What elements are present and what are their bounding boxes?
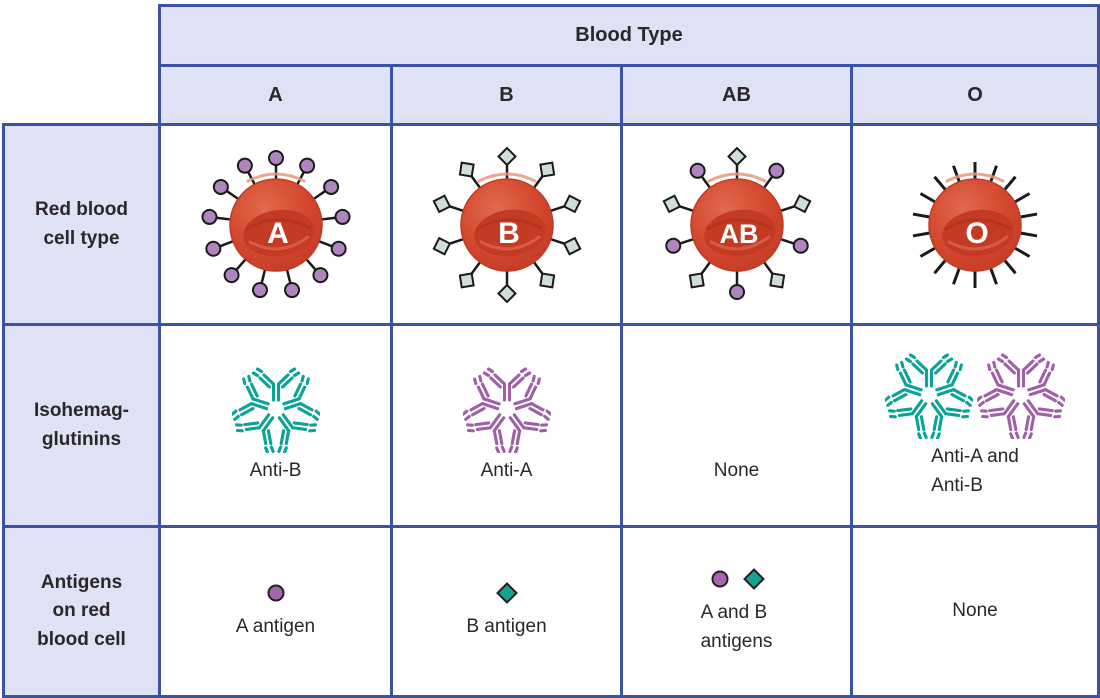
row-header-isohemagglutinins: Isohemag- glutinins <box>2 323 161 528</box>
cell-rbc-type-o: O <box>850 123 1100 326</box>
column-header-a: A <box>158 64 393 126</box>
red-blood-cell-o-illustration: O <box>895 145 1055 305</box>
anti-b-antibody-icon <box>231 365 320 454</box>
cell-isohemagglutinin-a: Anti-B <box>158 323 393 528</box>
cell-antigens-ab: A and B antigens <box>620 525 853 698</box>
cell-isohemagglutinin-b: Anti-A <box>390 323 623 528</box>
cell-antigens-b: B antigen <box>390 525 623 698</box>
column-header-o: O <box>850 64 1100 126</box>
red-blood-cell-b-illustration: B <box>427 145 587 305</box>
antigens-b-caption: B antigen <box>466 616 547 638</box>
row-header-antigens: Antigens on red blood cell <box>2 525 161 698</box>
anti-a-and-anti-b-antibody-icons <box>885 351 1065 439</box>
column-header-a-label: A <box>268 83 283 106</box>
cell-isohemagglutinin-ab: None <box>620 323 853 528</box>
isohemagglutinin-b-caption: Anti-A <box>480 460 533 482</box>
svg-text:B: B <box>498 217 520 250</box>
column-header-o-label: O <box>967 83 983 106</box>
row-header-red-blood-cell-type: Red blood cell type <box>2 123 161 326</box>
antigens-ab-caption: A and B antigens <box>700 602 773 652</box>
svg-text:A: A <box>267 217 289 250</box>
column-header-ab: AB <box>620 64 853 126</box>
table-title: Blood Type <box>158 4 1100 67</box>
row-header-red-blood-cell-type-label: Red blood cell type <box>35 199 128 249</box>
cell-antigens-a: A antigen <box>158 525 393 698</box>
column-header-ab-label: AB <box>722 83 751 106</box>
svg-text:AB: AB <box>719 219 758 249</box>
anti-a-antibody-icon <box>462 365 551 454</box>
table-title-label: Blood Type <box>575 24 683 46</box>
cell-antigens-o: None <box>850 525 1100 698</box>
column-header-b-label: B <box>499 83 514 106</box>
isohemagglutinin-a-caption: Anti-B <box>249 460 302 482</box>
b-antigen-icon <box>495 581 518 605</box>
red-blood-cell-ab-illustration: AB <box>657 145 817 305</box>
a-antigen-icon <box>265 581 287 605</box>
cell-rbc-type-a: A <box>158 123 393 326</box>
isohemagglutinin-ab-caption: None <box>713 460 760 482</box>
antigens-a-caption: A antigen <box>235 616 316 638</box>
antigens-o-caption: None <box>952 600 998 622</box>
isohemagglutinin-o-caption: Anti-A and Anti-B <box>931 446 1019 496</box>
cell-rbc-type-b: B <box>390 123 623 326</box>
row-header-antigens-label: Antigens on red blood cell <box>37 571 126 650</box>
cell-rbc-type-ab: AB <box>620 123 853 326</box>
column-header-b: B <box>390 64 623 126</box>
row-header-isohemagglutinins-label: Isohemag- glutinins <box>33 400 130 450</box>
a-and-b-antigen-icons <box>709 567 765 591</box>
svg-text:O: O <box>965 217 988 250</box>
red-blood-cell-a-illustration: A <box>196 145 356 305</box>
cell-isohemagglutinin-o: Anti-A and Anti-B <box>850 323 1100 528</box>
